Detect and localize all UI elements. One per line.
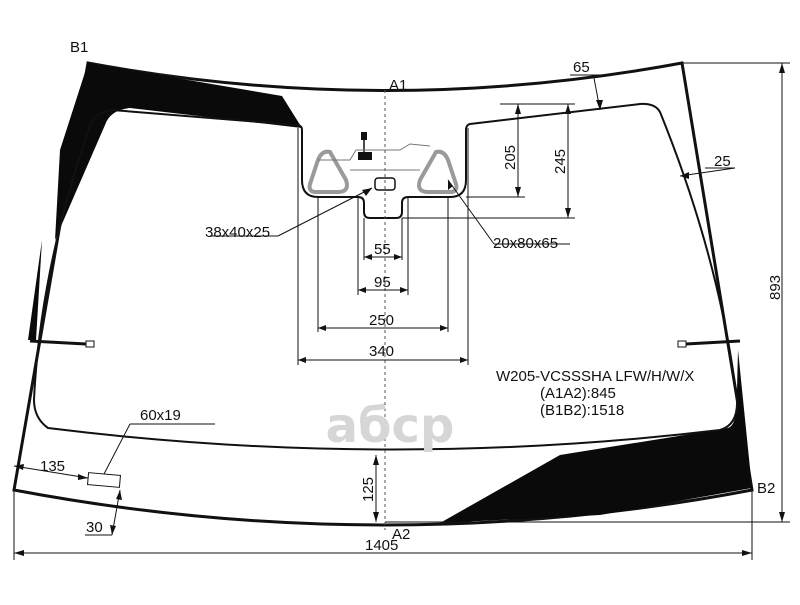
info-code: W205-VCSSSHA LFW/H/W/X <box>496 368 694 385</box>
dim-55: 55 <box>374 241 391 258</box>
vin-window <box>86 472 122 488</box>
black-band-left-edge <box>28 240 42 340</box>
arrowheads <box>14 63 785 556</box>
dim-893: 893 <box>767 275 784 300</box>
label-a1: A1 <box>389 77 407 94</box>
info-b1b2: (B1B2):1518 <box>540 402 624 419</box>
wire-right <box>685 339 741 346</box>
dim-340: 340 <box>369 343 394 360</box>
dimension-lines <box>13 62 790 560</box>
dim-1405: 1405 <box>365 537 398 554</box>
dim-245: 245 <box>552 149 569 174</box>
info-a1a2: (A1A2):845 <box>540 385 616 402</box>
sensor-block-2 <box>358 152 372 160</box>
sensor-block <box>361 132 367 140</box>
wire-left <box>29 339 87 346</box>
dim-60x19: 60x19 <box>140 407 181 424</box>
dim-25: 25 <box>714 153 731 170</box>
dim-65: 65 <box>573 59 590 76</box>
sensor-window-left <box>307 149 349 194</box>
label-b1: B1 <box>70 39 88 56</box>
black-band-right <box>440 350 752 523</box>
dim-250: 250 <box>369 312 394 329</box>
dim-30: 30 <box>86 519 103 536</box>
label-b2: B2 <box>757 480 775 497</box>
label-a2: A2 <box>392 526 410 543</box>
dim-mirror-pad: 38x40x25 <box>205 224 270 241</box>
dim-205: 205 <box>502 145 519 170</box>
dim-135: 135 <box>40 458 65 475</box>
dim-95: 95 <box>374 274 391 291</box>
dim-125: 125 <box>360 477 377 502</box>
dim-sensor-windows: 20x80x65 <box>493 235 558 252</box>
black-band-left <box>55 63 302 240</box>
watermark-logo: aбcp <box>326 398 455 454</box>
inner-outline <box>32 102 739 451</box>
mirror-pad <box>374 177 396 191</box>
